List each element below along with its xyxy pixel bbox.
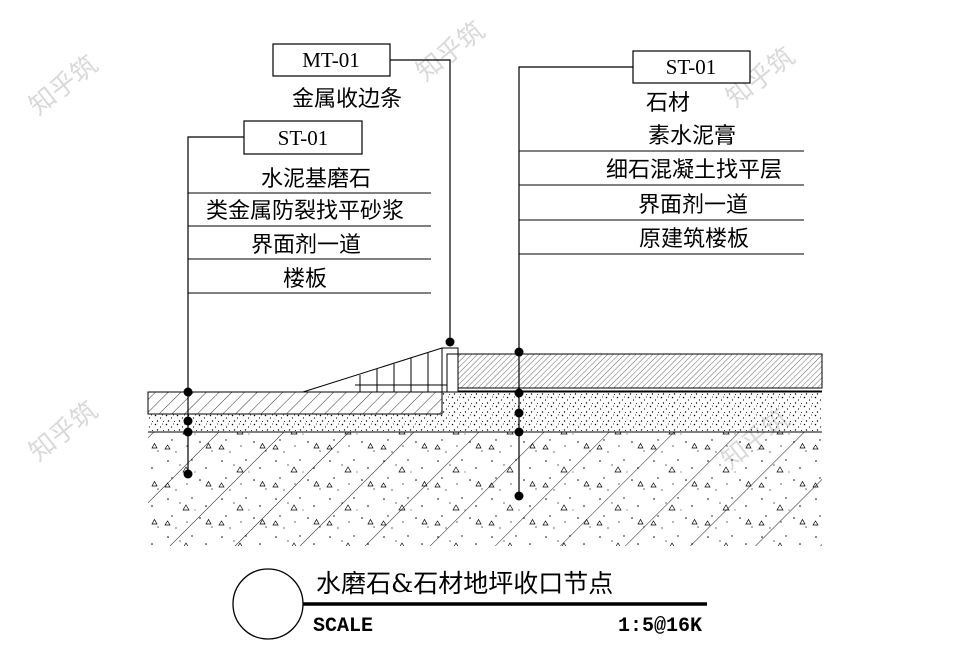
stone-layer xyxy=(458,354,822,388)
middle-callout-code-box xyxy=(272,43,391,77)
left-callout-code: ST-01 xyxy=(278,126,329,150)
drawing-title: 水磨石&石材地坪收口节点 xyxy=(316,569,613,598)
watermark-text: 知乎筑 xyxy=(24,50,104,122)
right-callout-code: ST-01 xyxy=(666,55,717,79)
right-leader-dot xyxy=(514,491,524,501)
middle-leader-dot xyxy=(445,337,455,347)
detail-number-circle xyxy=(232,568,304,640)
title-block: 水磨石&石材地坪收口节点 SCALE 1:5@16K xyxy=(232,568,707,640)
middle-callout-code: MT-01 xyxy=(302,48,360,72)
right-leader-dot xyxy=(514,347,524,357)
left-leader-dot xyxy=(183,427,193,437)
right-layer-label: 原建筑楼板 xyxy=(639,227,749,252)
left-callout: ST-01 水泥基磨石 类金属防裂找平砂浆 界面剂一道 楼板 xyxy=(183,120,431,479)
right-layer-label: 界面剂一道 xyxy=(638,193,748,218)
left-layer-label: 界面剂一道 xyxy=(251,233,361,258)
left-callout-code-box xyxy=(243,120,363,155)
terrazzo-layer xyxy=(148,392,442,414)
floor-section xyxy=(147,347,823,546)
left-leader-dot xyxy=(183,469,193,479)
floor-slab-aggregate xyxy=(148,432,822,546)
right-callout-code-box xyxy=(632,50,751,84)
left-layer-label: 水泥基磨石 xyxy=(261,167,371,192)
watermark-text: 知乎筑 xyxy=(24,396,104,468)
right-callout: ST-01 石材 素水泥膏 细石混凝土找平层 界面剂一道 原建筑楼板 xyxy=(514,50,804,501)
left-leveling-mortar xyxy=(148,414,442,432)
left-layer-label: 楼板 xyxy=(283,267,327,292)
left-leader-dot xyxy=(183,416,193,426)
metal-trim-strip xyxy=(302,347,459,393)
left-leader-line xyxy=(187,136,244,474)
watermark-text: 知乎筑 xyxy=(411,16,491,88)
right-layer-label: 细石混凝土找平层 xyxy=(606,158,782,183)
right-layer-label: 素水泥膏 xyxy=(648,124,736,149)
left-leader-dot xyxy=(183,387,193,397)
middle-callout: MT-01 金属收边条 xyxy=(272,43,455,347)
concrete-screed-layer xyxy=(442,392,822,432)
middle-leader-line xyxy=(390,59,451,342)
right-layer-label: 石材 xyxy=(646,91,690,116)
left-layer-label: 类金属防裂找平砂浆 xyxy=(206,199,404,224)
right-leader-dot xyxy=(514,388,524,398)
scale-label: SCALE xyxy=(313,615,373,638)
right-leader-dot xyxy=(514,408,524,418)
right-leader-dot xyxy=(514,427,524,437)
middle-callout-label: 金属收边条 xyxy=(292,87,402,112)
scale-value: 1:5@16K xyxy=(618,615,702,638)
